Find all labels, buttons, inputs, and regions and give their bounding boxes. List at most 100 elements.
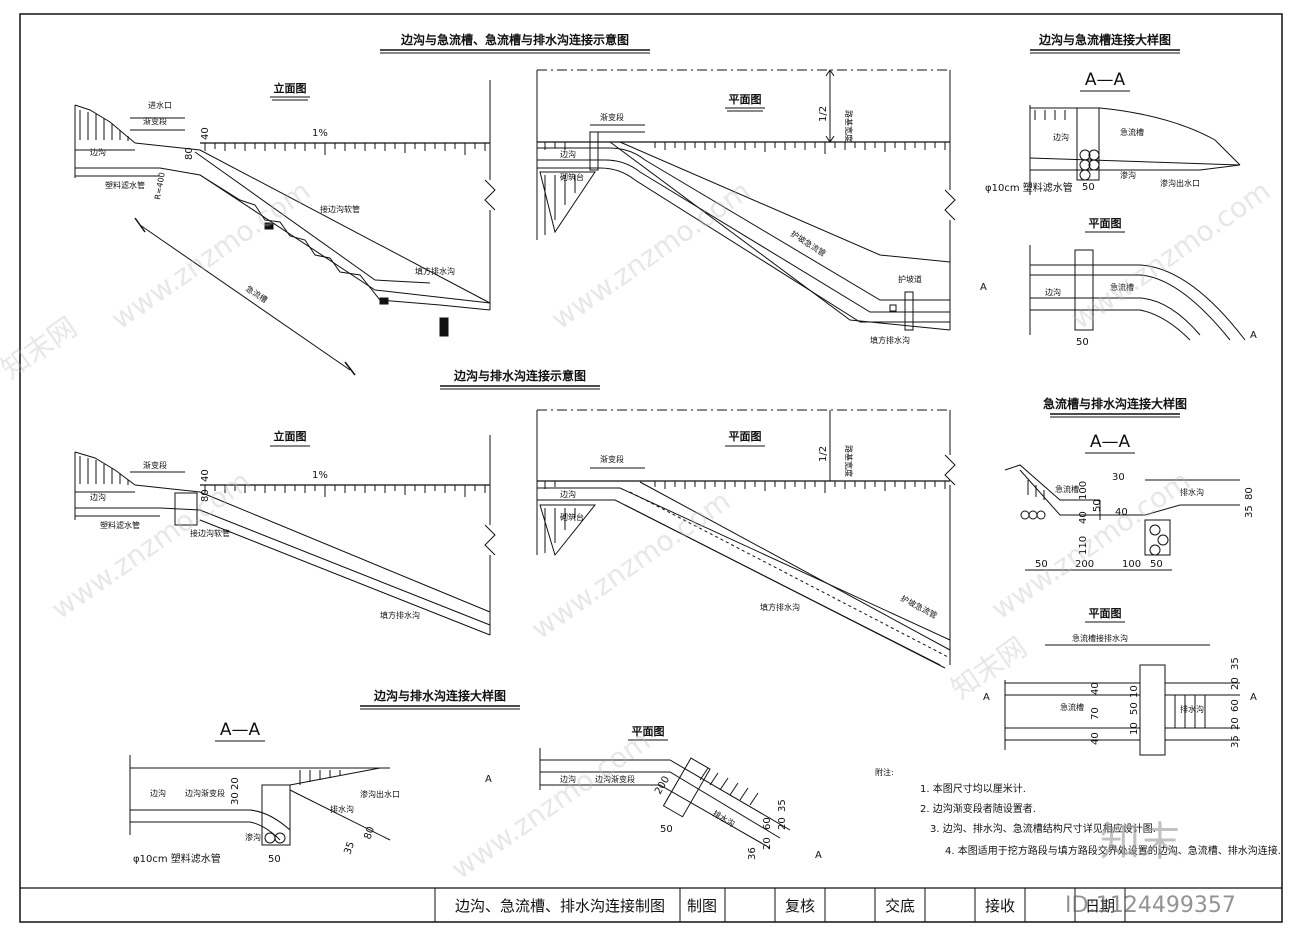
svg-text:平面图: 平面图 xyxy=(632,725,665,738)
svg-text:35: 35 xyxy=(777,799,788,812)
svg-text:接边沟软管: 接边沟软管 xyxy=(320,204,360,214)
svg-text:50: 50 xyxy=(268,854,281,865)
svg-text:平面图: 平面图 xyxy=(729,430,762,443)
svg-text:110: 110 xyxy=(1078,536,1089,555)
svg-text:10: 10 xyxy=(1129,722,1140,735)
svg-text:知末网: 知末网 xyxy=(0,311,83,386)
svg-text:交底: 交底 xyxy=(885,897,915,915)
svg-text:平面图: 平面图 xyxy=(1089,607,1122,620)
svg-text:A: A xyxy=(1250,692,1257,703)
svg-text:复核: 复核 xyxy=(785,897,815,915)
svg-text:填方排水沟: 填方排水沟 xyxy=(415,266,455,276)
svg-text:渐变段: 渐变段 xyxy=(143,116,167,126)
svg-text:填方排水沟: 填方排水沟 xyxy=(760,602,800,612)
svg-text:A—A: A—A xyxy=(220,720,261,740)
svg-text:A: A xyxy=(485,774,492,785)
svg-text:渗沟: 渗沟 xyxy=(245,832,261,842)
svg-text:路基宽度: 路基宽度 xyxy=(844,110,854,142)
svg-text:渐变段: 渐变段 xyxy=(143,460,167,470)
svg-text:边沟: 边沟 xyxy=(560,489,576,499)
svg-text:50: 50 xyxy=(1129,702,1140,715)
svg-text:70: 70 xyxy=(1090,707,1101,720)
svg-text:50: 50 xyxy=(660,824,673,835)
plan-view-2: 平面图 渐变段 边沟 砌筑台 1/2 路基宽度 护坡急流管 填方排水沟 xyxy=(536,409,956,669)
svg-text:护坡道: 护坡道 xyxy=(898,274,922,284)
svg-text:200: 200 xyxy=(653,774,672,796)
svg-text:附注:: 附注: xyxy=(875,767,894,777)
sheet-border xyxy=(19,13,1283,923)
svg-text:塑料滤水管: 塑料滤水管 xyxy=(105,180,145,190)
svg-text:护坡急流管: 护坡急流管 xyxy=(899,593,939,621)
title-block: 边沟、急流槽、排水沟连接制图 制图 复核 交底 接收 日期 xyxy=(434,888,1126,922)
svg-text:www.znzmo.com: www.znzmo.com xyxy=(445,724,656,886)
svg-text:1/2: 1/2 xyxy=(818,106,829,122)
svg-text:50: 50 xyxy=(1092,499,1103,512)
svg-text:50: 50 xyxy=(1082,182,1095,193)
svg-text:渗沟出水口: 渗沟出水口 xyxy=(360,789,400,799)
svg-text:急流槽: 急流槽 xyxy=(1110,282,1134,292)
svg-text:渐变段: 渐变段 xyxy=(600,112,624,122)
section5-detail: 急流槽与排水沟连接大样图 A—A 急流槽 排水沟 100 50 40 110 3… xyxy=(983,396,1257,756)
svg-text:边沟、急流槽、排水沟连接制图: 边沟、急流槽、排水沟连接制图 xyxy=(455,897,665,915)
svg-text:塑料滤水管: 塑料滤水管 xyxy=(100,520,140,530)
notes-block: 附注: 1. 本图尺寸均以厘米计. 2. 边沟渐变段者随设置者. 3. 边沟、排… xyxy=(875,767,1281,857)
svg-text:35: 35 xyxy=(1230,735,1241,748)
svg-text:边沟与排水沟连接大样图: 边沟与排水沟连接大样图 xyxy=(373,688,506,703)
svg-text:1%: 1% xyxy=(312,128,328,139)
svg-text:www.znzmo.com: www.znzmo.com xyxy=(45,464,256,626)
svg-text:80: 80 xyxy=(1244,487,1255,500)
svg-text:日期: 日期 xyxy=(1085,897,1115,915)
svg-text:边沟: 边沟 xyxy=(150,788,166,798)
svg-text:A—A: A—A xyxy=(1085,70,1126,90)
svg-text:边沟: 边沟 xyxy=(560,149,576,159)
svg-text:4. 本图适用于挖方路段与填方路段交界处设置的边沟、急流槽、: 4. 本图适用于挖方路段与填方路段交界处设置的边沟、急流槽、排水沟连接. xyxy=(945,844,1281,857)
elevation-view-1: 立面图 进水口 渐变段 边沟 塑料滤水管 R=400 接边沟软 xyxy=(74,80,496,376)
svg-text:渗沟: 渗沟 xyxy=(1120,170,1136,180)
svg-text:边沟: 边沟 xyxy=(1045,287,1061,297)
svg-text:1. 本图尺寸均以厘米计.: 1. 本图尺寸均以厘米计. xyxy=(920,782,1026,795)
svg-text:2. 边沟渐变段者随设置者.: 2. 边沟渐变段者随设置者. xyxy=(920,802,1036,815)
svg-text:边沟: 边沟 xyxy=(1053,132,1069,142)
svg-text:排水沟: 排水沟 xyxy=(1180,704,1204,714)
svg-text:边沟与排水沟连接示意图: 边沟与排水沟连接示意图 xyxy=(453,368,586,383)
svg-text:60: 60 xyxy=(1230,699,1241,712)
svg-text:边沟与急流槽连接大样图: 边沟与急流槽连接大样图 xyxy=(1038,32,1171,47)
svg-text:急流槽接排水沟: 急流槽接排水沟 xyxy=(1072,633,1128,643)
svg-text:立面图: 立面图 xyxy=(274,429,307,443)
elevation-view-2: 立面图 渐变段 边沟 塑料滤水管 接边沟软管 填方排水沟 40 80 1% xyxy=(74,429,496,636)
svg-text:www.znzmo.com: www.znzmo.com xyxy=(545,174,756,336)
svg-text:A: A xyxy=(815,850,822,861)
svg-text:边沟: 边沟 xyxy=(90,147,106,157)
svg-text:渗沟出水口: 渗沟出水口 xyxy=(1160,178,1200,188)
svg-text:排水沟: 排水沟 xyxy=(330,804,354,814)
svg-text:路基宽度: 路基宽度 xyxy=(844,445,854,477)
svg-text:100: 100 xyxy=(1122,559,1141,570)
svg-text:30: 30 xyxy=(1112,472,1125,483)
svg-text:20: 20 xyxy=(762,837,773,850)
svg-text:砌筑台: 砌筑台 xyxy=(560,172,584,182)
id-watermark: ID:1124499357 xyxy=(1065,893,1236,918)
svg-text:急流槽: 急流槽 xyxy=(1120,127,1144,137)
svg-text:1%: 1% xyxy=(312,470,328,481)
svg-text:50: 50 xyxy=(1035,559,1048,570)
svg-text:40: 40 xyxy=(1115,507,1128,518)
svg-text:40: 40 xyxy=(200,127,211,140)
svg-text:200: 200 xyxy=(1075,559,1094,570)
svg-text:急流槽: 急流槽 xyxy=(244,283,270,304)
svg-text:10: 10 xyxy=(1129,685,1140,698)
svg-text:接边沟软管: 接边沟软管 xyxy=(190,528,230,538)
svg-text:排水沟: 排水沟 xyxy=(1180,487,1204,497)
plan-view-1: 平面图 渐变段 边沟 砌筑台 1/2 路基宽度 护坡急流管 护坡道 填方排水沟 xyxy=(536,69,956,345)
svg-text:A: A xyxy=(983,692,990,703)
svg-text:φ10cm 塑料滤水管: φ10cm 塑料滤水管 xyxy=(133,852,221,865)
svg-text:A: A xyxy=(1250,330,1257,341)
svg-text:急流槽与排水沟连接大样图: 急流槽与排水沟连接大样图 xyxy=(1043,396,1187,411)
svg-text:排水沟: 排水沟 xyxy=(711,808,737,829)
svg-text:36: 36 xyxy=(747,847,758,860)
svg-text:急流槽: 急流槽 xyxy=(1055,484,1079,494)
svg-text:50: 50 xyxy=(1150,559,1163,570)
svg-text:40: 40 xyxy=(1090,682,1101,695)
svg-text:35: 35 xyxy=(1244,505,1255,518)
svg-text:www.znzmo.com: www.znzmo.com xyxy=(105,174,316,336)
logo-watermark: 知末 xyxy=(1100,819,1180,865)
